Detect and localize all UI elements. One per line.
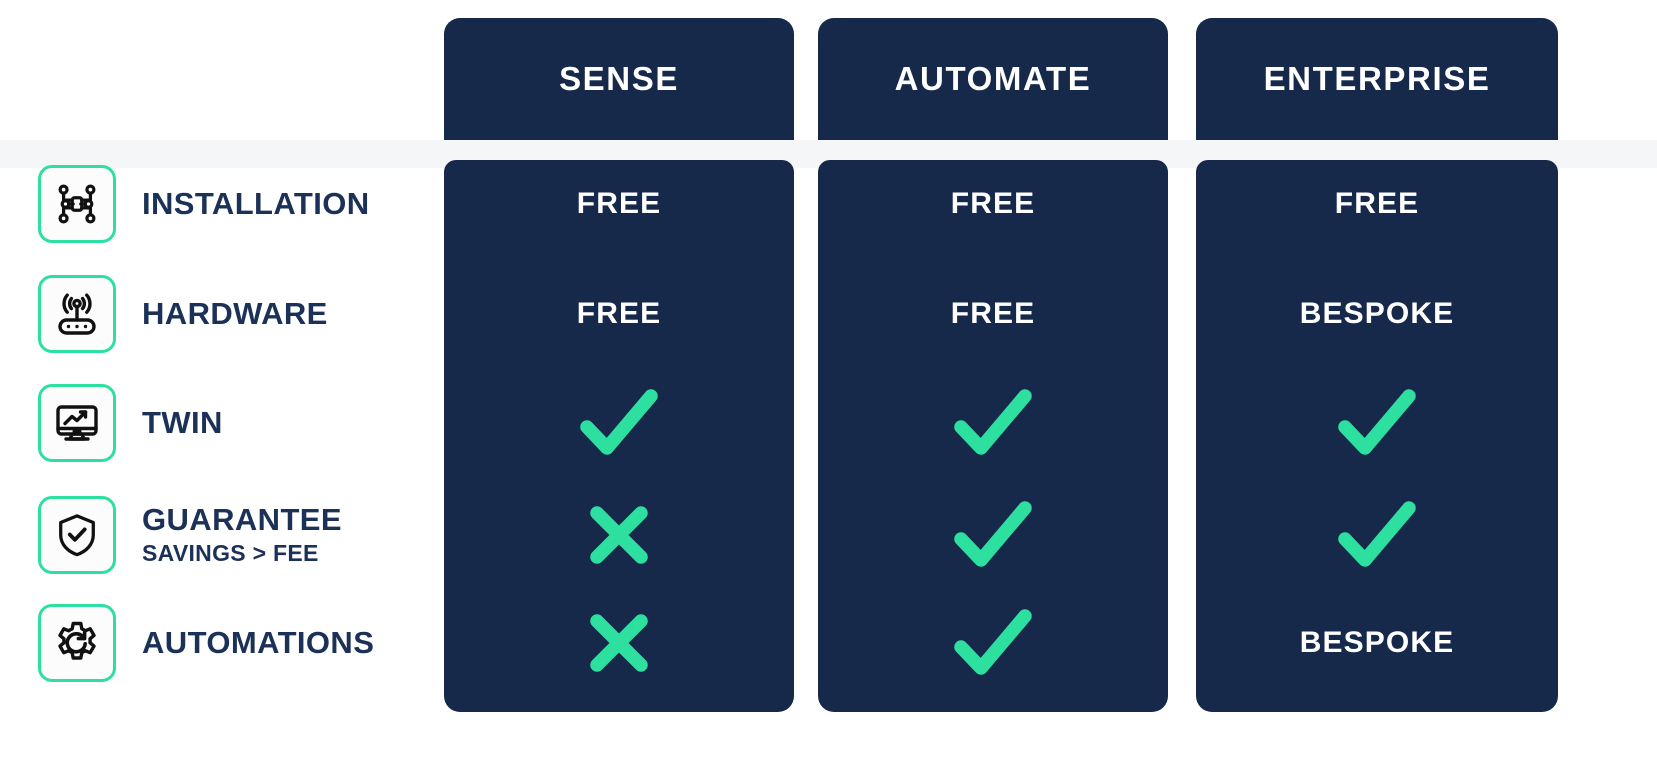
feature-row-twin: TWIN — [38, 384, 223, 462]
feature-label-text: AUTOMATIONS — [142, 625, 375, 661]
plan-body-sense: FREE FREE — [444, 160, 794, 712]
cross-glyph — [590, 614, 648, 672]
feature-row-automations: AUTOMATIONS — [38, 604, 374, 682]
cell-enterprise-hardware: BESPOKE — [1196, 289, 1558, 339]
gear-refresh-icon — [38, 604, 116, 682]
feature-title: INSTALLATION — [142, 186, 370, 222]
cell-enterprise-installation: FREE — [1196, 179, 1558, 229]
check-glyph — [1338, 389, 1416, 455]
check-glyph — [954, 501, 1032, 567]
cell-automate-guarantee-check-icon — [818, 501, 1168, 567]
cross-glyph — [590, 506, 648, 564]
cell-sense-hardware: FREE — [444, 289, 794, 339]
cell-enterprise-guarantee-check-icon — [1196, 501, 1558, 567]
cell-value: FREE — [950, 297, 1036, 330]
feature-title: HARDWARE — [142, 296, 328, 332]
check-glyph — [954, 389, 1032, 455]
feature-row-installation: INSTALLATION — [38, 165, 370, 243]
cell-automate-installation: FREE — [818, 179, 1168, 229]
feature-label-text: HARDWARE — [142, 296, 328, 332]
cell-value: FREE — [950, 187, 1036, 220]
feature-subtitle: SAVINGS > FEE — [142, 539, 319, 566]
plan-body-automate: FREE FREE — [818, 160, 1168, 712]
router-wifi-icon — [38, 275, 116, 353]
cell-sense-automations-cross-icon — [444, 614, 794, 672]
cell-sense-installation: FREE — [444, 179, 794, 229]
check-glyph — [580, 389, 658, 455]
feature-label-text: TWIN — [142, 405, 223, 441]
cell-value: BESPOKE — [1299, 626, 1455, 659]
cell-enterprise-twin-check-icon — [1196, 389, 1558, 455]
cell-sense-twin-check-icon — [444, 389, 794, 455]
network-nodes-icon — [38, 165, 116, 243]
cell-automate-twin-check-icon — [818, 389, 1168, 455]
monitor-chart-icon — [38, 384, 116, 462]
cell-sense-guarantee-cross-icon — [444, 506, 794, 564]
cell-automate-hardware: FREE — [818, 289, 1168, 339]
cell-value: FREE — [576, 187, 662, 220]
check-glyph — [1338, 501, 1416, 567]
feature-label-text: INSTALLATION — [142, 186, 370, 222]
plan-name: AUTOMATE — [894, 60, 1092, 97]
feature-title: TWIN — [142, 405, 223, 441]
cell-automate-automations-check-icon — [818, 609, 1168, 675]
cell-enterprise-automations: BESPOKE — [1196, 618, 1558, 668]
plan-name: SENSE — [559, 60, 679, 97]
feature-title: AUTOMATIONS — [142, 625, 375, 661]
plan-header-sense[interactable]: SENSE — [444, 18, 794, 140]
feature-row-hardware: HARDWARE — [38, 275, 328, 353]
cell-value: FREE — [576, 297, 662, 330]
cell-value: BESPOKE — [1299, 297, 1455, 330]
plan-header-enterprise[interactable]: ENTERPRISE — [1196, 18, 1558, 140]
plan-header-automate[interactable]: AUTOMATE — [818, 18, 1168, 140]
feature-title: GUARANTEE — [142, 502, 342, 538]
plan-body-enterprise: FREE BESPOKE BESPOKE — [1196, 160, 1558, 712]
shield-check-icon — [38, 496, 116, 574]
cell-value: FREE — [1334, 187, 1420, 220]
plan-name: ENTERPRISE — [1263, 60, 1491, 97]
check-glyph — [954, 609, 1032, 675]
